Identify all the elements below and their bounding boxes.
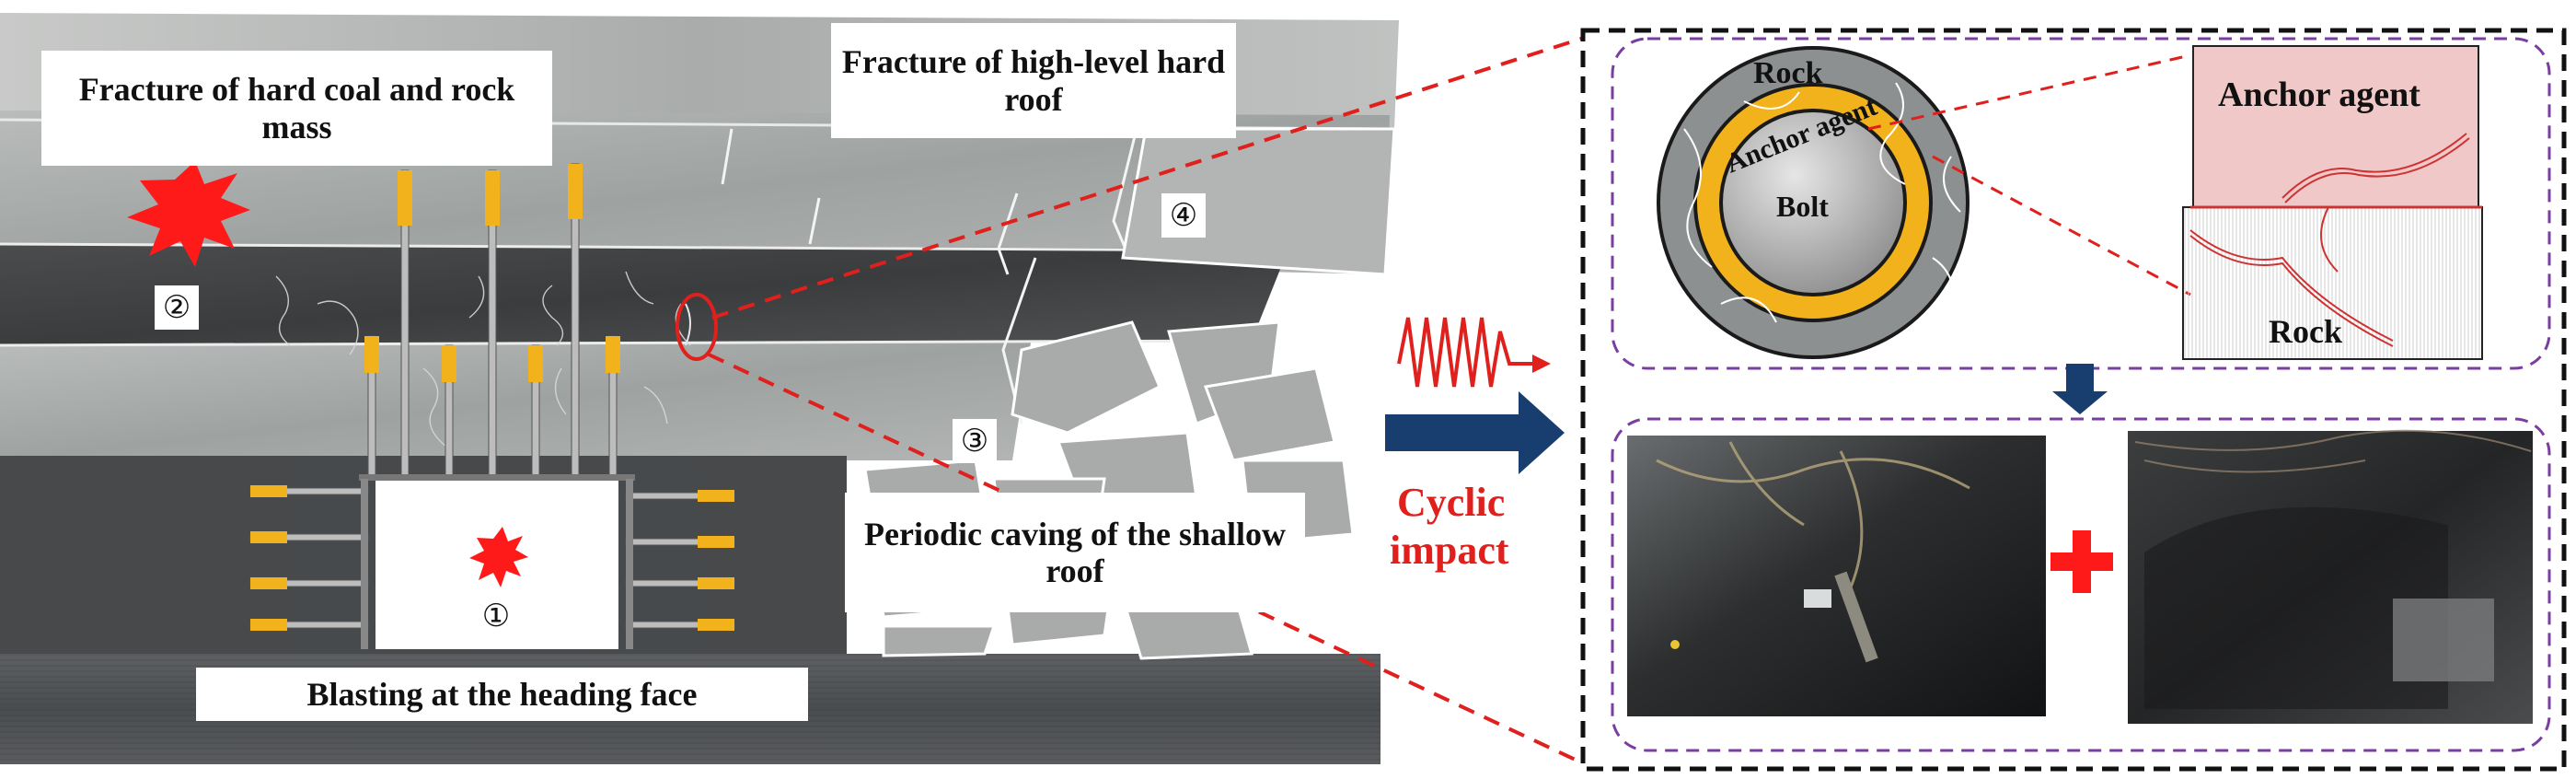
wave-icon [1397, 317, 1532, 388]
blasting-label: Blasting at the heading face [196, 668, 808, 721]
marker-1: ① [474, 594, 518, 638]
cable-1 [398, 169, 412, 480]
fracture-roof-label: Fracture of high-level hard roof [831, 23, 1236, 138]
cyclic-impact-line-2: impact [1390, 528, 1509, 573]
down-arrow [2052, 364, 2108, 414]
section-rock-label: Rock [2269, 313, 2342, 350]
ring-rock-label: Rock [1753, 56, 1823, 90]
roadway-photo-1 [1627, 436, 2046, 716]
roadway-photo-2 [2128, 429, 2533, 724]
cyclic-impact-line-1: Cyclic [1397, 480, 1505, 525]
marker-2: ② [155, 285, 199, 330]
right-rib-bolts [625, 479, 735, 649]
left-rib-bolts [249, 479, 369, 649]
explosion-icon [127, 161, 250, 267]
explosion-icon [469, 527, 528, 587]
coal-seam [0, 244, 1288, 345]
marker-4: ④ [1161, 193, 1206, 238]
impact-arrow [1385, 391, 1565, 474]
mechanism-box [1611, 37, 2551, 370]
ring-bolt-label: Bolt [1776, 190, 1829, 223]
zoom-line [711, 37, 1582, 320]
shallow-roof-stratum [0, 343, 1031, 460]
plus-icon [2050, 530, 2113, 593]
periodic-caving-label: Periodic caving of the shallow roof [845, 493, 1305, 612]
highlight-crack [676, 293, 718, 361]
photo-box [1611, 417, 2551, 752]
fracture-coal-label: Fracture of hard coal and rock mass [41, 51, 552, 166]
marker-3: ③ [953, 419, 997, 463]
cyclic-impact-label: Cyclic impact [1390, 480, 1515, 573]
section-anchor-label: Anchor agent [2218, 76, 2420, 114]
interface-section [2182, 45, 2483, 360]
